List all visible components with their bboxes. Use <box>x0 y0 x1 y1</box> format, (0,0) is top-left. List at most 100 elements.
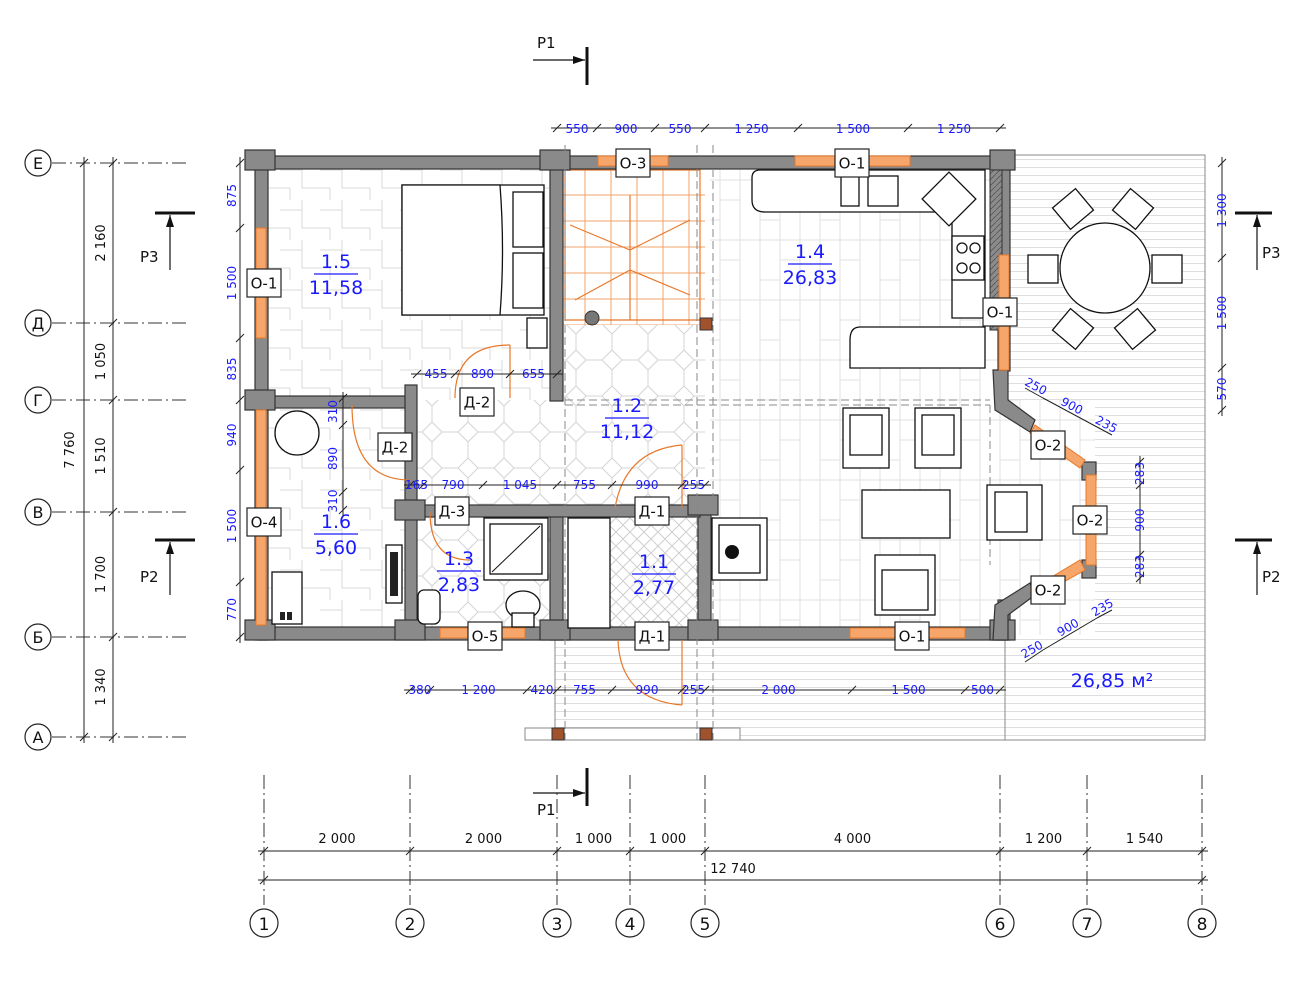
left-inner-value: 1 500 <box>225 509 239 543</box>
mid-lower-value: 255 <box>682 478 705 492</box>
col-axis-label: 4 <box>625 915 636 935</box>
porch-deck <box>554 634 1006 741</box>
tag-label: О-1 <box>839 155 866 173</box>
bottom-chain-value: 2 000 <box>761 683 795 697</box>
tag-label: О-1 <box>987 304 1014 322</box>
col-axis-label: 8 <box>1197 915 1208 935</box>
mid-upper-value: 455 <box>425 367 448 381</box>
mid-lower-value: 990 <box>636 478 659 492</box>
tag-o3: О-3 <box>615 148 651 178</box>
mid-lower-value: 1 045 <box>503 478 537 492</box>
top-chain-value: 550 <box>669 122 692 136</box>
doors <box>351 344 683 706</box>
bottom-axes-value: 1 000 <box>575 832 612 847</box>
right-inner-value: 570 <box>1215 378 1229 401</box>
section-p2-left-label: Р2 <box>140 568 159 586</box>
tag-label: Д-2 <box>464 394 491 412</box>
tag-label: О-1 <box>899 628 926 646</box>
mid-upper-value: 890 <box>471 367 494 381</box>
tag-label: О-2 <box>1035 437 1062 455</box>
room-number: 1.2 <box>612 395 642 417</box>
right-inner-value: 1 300 <box>1215 193 1229 227</box>
tag-d2_b: Д-2 <box>377 432 413 462</box>
tag-label: Д-3 <box>439 503 466 521</box>
left-inner-value: 875 <box>225 184 239 207</box>
bottom-axes-value: 1 540 <box>1126 832 1163 847</box>
col-axis-bubble <box>690 908 720 938</box>
section-p1-top-label: Р1 <box>537 34 556 52</box>
row-dims-value: 1 700 <box>94 556 109 593</box>
mid-lower-value: 755 <box>573 478 596 492</box>
row-axis-bubble <box>24 149 52 177</box>
porch-step <box>524 727 741 741</box>
tag-o2_bot: О-2 <box>1030 575 1066 605</box>
floor-corridor <box>410 400 560 510</box>
section-p1-bottom-label: Р1 <box>537 801 556 819</box>
col-axis-bubble <box>1187 908 1217 938</box>
tag-o2_mid: О-2 <box>1072 505 1108 535</box>
tag-o1_right: О-1 <box>982 297 1018 327</box>
left-inner-value: 835 <box>225 358 239 381</box>
row-axis-bubble <box>24 623 52 651</box>
tag-d1_b: Д-1 <box>634 621 670 651</box>
tag-o4: О-4 <box>246 507 282 537</box>
right-inner-value: 1 500 <box>1215 296 1229 330</box>
tag-label: О-2 <box>1077 512 1104 530</box>
bottom-axes-value: 2 000 <box>318 832 355 847</box>
col-axis-label: 6 <box>995 915 1006 935</box>
tag-o1_bottom: О-1 <box>894 621 930 651</box>
section-p2-right-label: Р2 <box>1262 568 1281 586</box>
tag-o1_top: О-1 <box>834 148 870 178</box>
vertical-small-value: 890 <box>326 447 340 470</box>
tag-o2_top: О-2 <box>1030 430 1066 460</box>
mid-lower-value: 790 <box>442 478 465 492</box>
vertical-small-value: 310 <box>326 400 340 423</box>
vertical-small-value: 310 <box>326 490 340 513</box>
tag-label: О-4 <box>251 514 278 532</box>
stair-newel <box>584 310 600 326</box>
section-p3-right-label: Р3 <box>1262 244 1281 262</box>
room-label: 1.426,83 <box>783 241 837 289</box>
oriel-top-line <box>1024 387 1044 399</box>
tag-label: О-5 <box>472 628 499 646</box>
top-chain-value: 1 250 <box>937 122 971 136</box>
tag-d2_a: Д-2 <box>459 387 495 417</box>
bottom-chain-value: 380 <box>409 683 432 697</box>
row-dims-value: 1 510 <box>94 437 109 474</box>
oriel-bottom-line <box>1024 649 1044 663</box>
col-axis-bubble <box>395 908 425 938</box>
room-number: 1.6 <box>321 511 351 533</box>
row-axis-label: Е <box>33 154 43 173</box>
room-label: 1.32,83 <box>437 548 481 596</box>
left-inner-value: 1 500 <box>225 266 239 300</box>
row-axis-label: В <box>33 503 44 522</box>
row-axis-bubble <box>24 309 52 337</box>
oriel-top-line <box>1042 397 1098 428</box>
bottom-total-value: 12 740 <box>710 862 756 877</box>
room-number: 1.1 <box>639 551 669 573</box>
top-chain-value: 550 <box>566 122 589 136</box>
col-axis-bubble <box>1072 908 1102 938</box>
row-axis-label: Г <box>33 391 43 410</box>
bottom-chain-value: 1 200 <box>461 683 495 697</box>
oriel-top-line <box>1096 426 1113 436</box>
top-chain-value: 1 250 <box>734 122 768 136</box>
room-area: 5,60 <box>315 537 357 559</box>
mid-upper-value: 655 <box>522 367 545 381</box>
tag-o1_left: О-1 <box>246 268 282 298</box>
section-p3-left-label: Р3 <box>140 248 159 266</box>
floor-stair-hall <box>560 165 705 325</box>
row-dims-value: 1 050 <box>94 343 109 380</box>
tag-o5: О-5 <box>467 621 503 651</box>
bottom-chain-value: 500 <box>971 683 994 697</box>
bottom-chain-value: 990 <box>636 683 659 697</box>
col-axis-label: 3 <box>552 915 563 935</box>
left-inner-value: 770 <box>225 598 239 621</box>
mid-lower-value: 165 <box>405 478 428 492</box>
room-label: 1.511,58 <box>309 251 363 299</box>
oriel-side-value: 900 <box>1133 509 1147 532</box>
col-axis-label: 5 <box>700 915 711 935</box>
